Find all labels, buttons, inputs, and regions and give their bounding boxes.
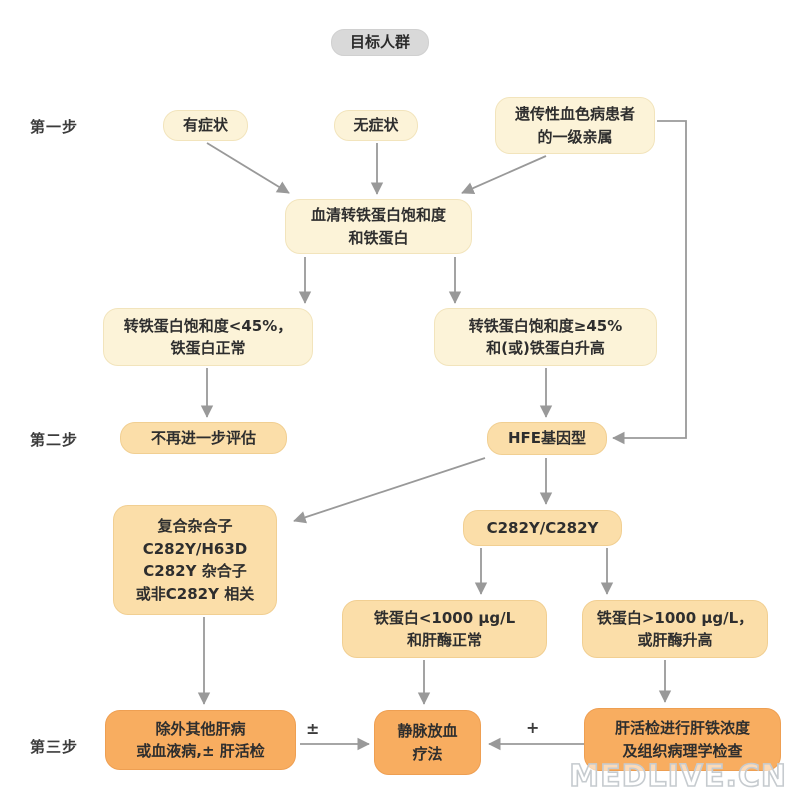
medlive-watermark: MEDLIVE.CN — [568, 758, 787, 795]
node-no-further-evaluation: 不再进一步评估 — [120, 422, 287, 454]
node-serum-transferrin-ferritin: 血清转铁蛋白饱和度 和铁蛋白 — [285, 199, 472, 254]
target-population-badge: 目标人群 — [331, 29, 429, 56]
node-first-degree-relatives: 遗传性血色病患者 的一级亲属 — [495, 97, 655, 154]
step1-label: 第一步 — [30, 118, 79, 136]
edge-hfe-compound — [293, 457, 486, 524]
edge-relatives-hfe-elbow — [612, 120, 687, 445]
node-ferritin-below-1000: 铁蛋白<1000 μg/L 和肝酶正常 — [342, 600, 547, 658]
node-saturation-above-45: 转铁蛋白饱和度≥45% 和(或)铁蛋白升高 — [434, 308, 657, 366]
edge-symptomatic-serum — [206, 142, 290, 194]
edge-relatives-serum — [461, 155, 547, 195]
node-asymptomatic: 无症状 — [334, 110, 418, 141]
plus-edge-label: + — [526, 718, 540, 737]
node-symptomatic: 有症状 — [163, 110, 248, 141]
plus-minus-edge-label: ± — [306, 719, 320, 738]
node-ferritin-above-1000: 铁蛋白>1000 μg/L， 或肝酶升高 — [582, 600, 768, 658]
node-exclude-other-disease: 除外其他肝病 或血液病,± 肝活检 — [105, 710, 296, 770]
node-c282y-homozygote: C282Y/C282Y — [463, 510, 622, 546]
step2-label: 第二步 — [30, 431, 79, 449]
node-liver-biopsy: 肝活检进行肝铁浓度 及组织病理学检查 — [584, 708, 781, 771]
step3-label: 第三步 — [30, 738, 79, 756]
node-hfe-genotype: HFE基因型 — [487, 422, 607, 455]
node-compound-heterozygote: 复合杂合子 C282Y/H63D C282Y 杂合子 或非C282Y 相关 — [113, 505, 277, 615]
node-phlebotomy-therapy: 静脉放血 疗法 — [374, 710, 481, 775]
node-saturation-below-45: 转铁蛋白饱和度<45%， 铁蛋白正常 — [103, 308, 313, 366]
